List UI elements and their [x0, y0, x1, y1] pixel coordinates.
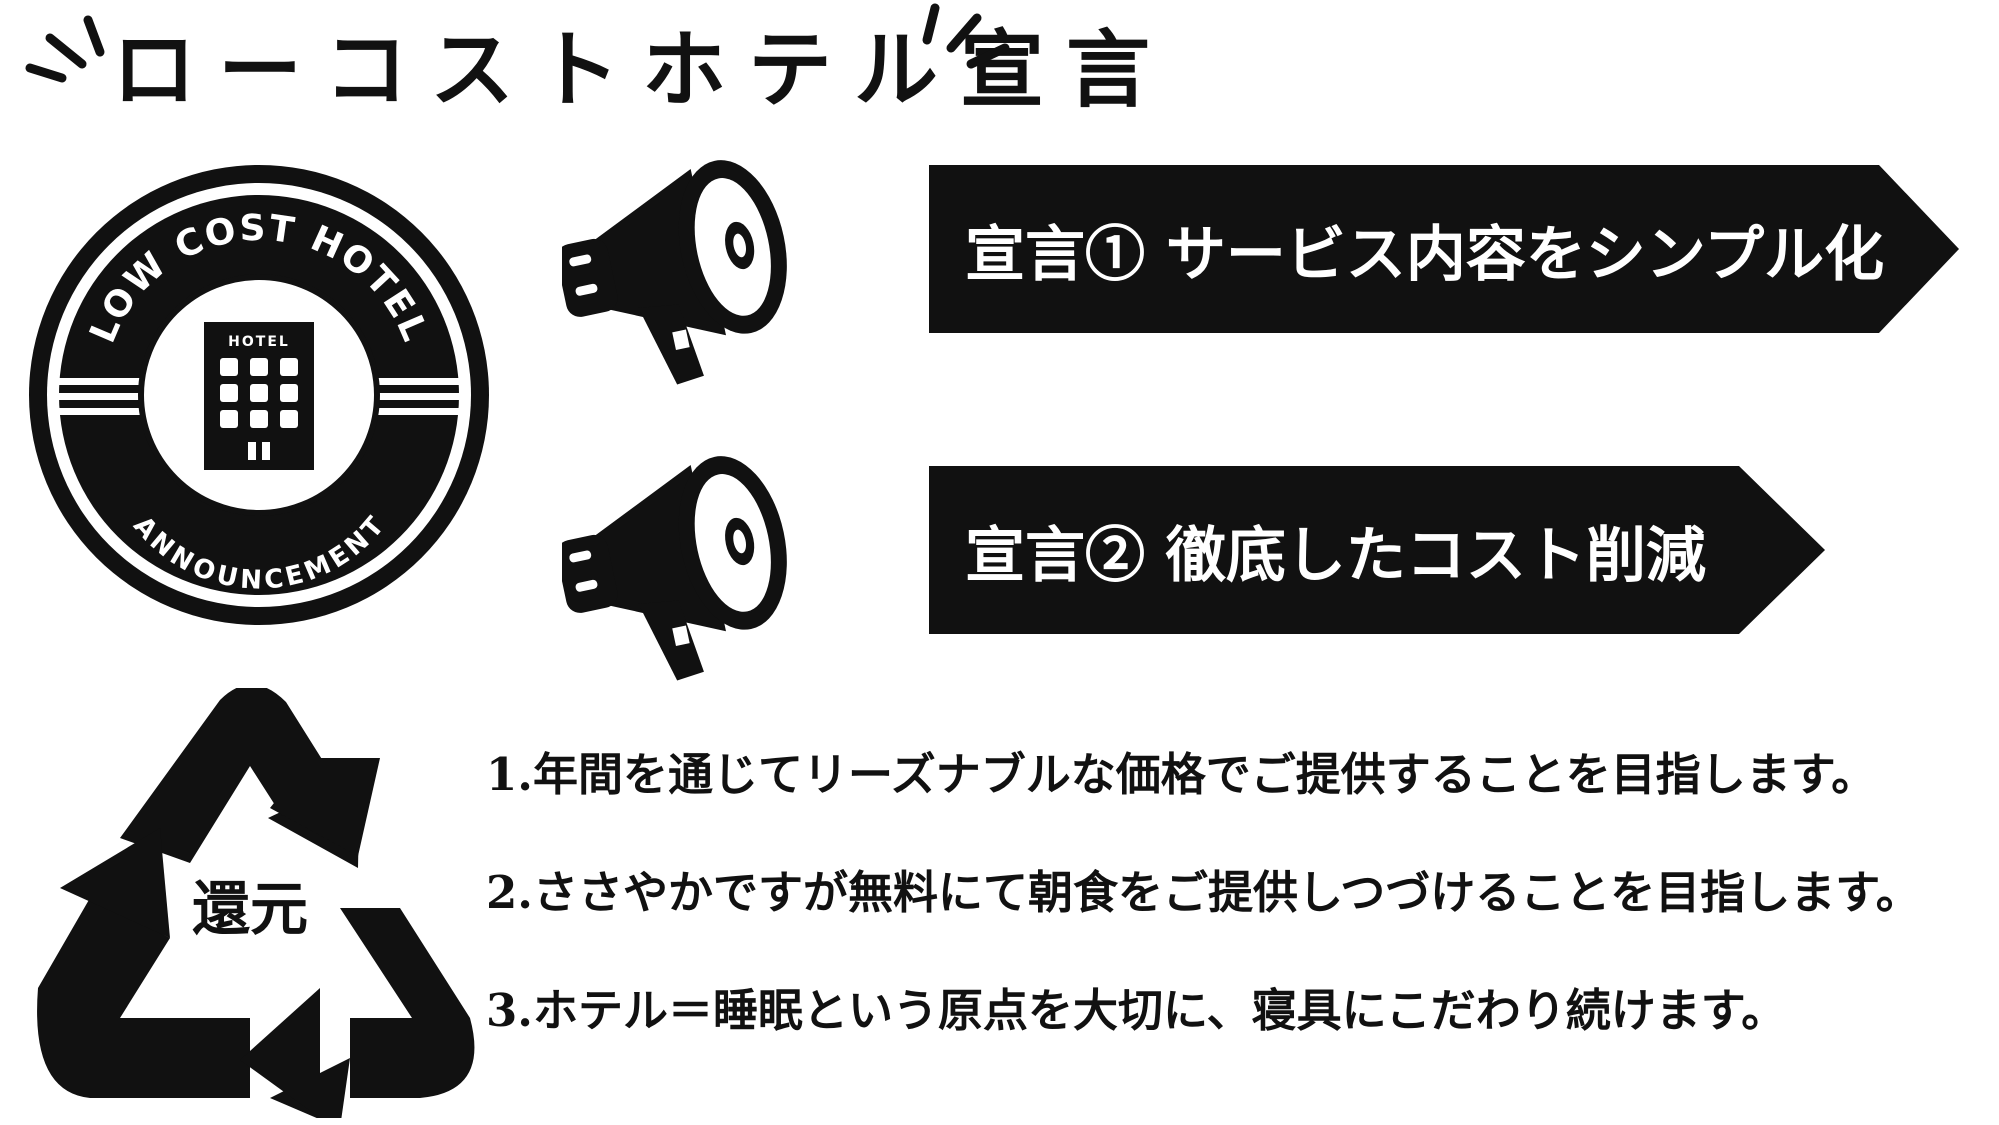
arrow-banner-shape — [929, 165, 1959, 333]
megaphone-icon — [562, 456, 787, 681]
recycle-arrows-icon — [37, 688, 475, 1118]
megaphone-icon — [562, 160, 787, 385]
declaration-label-1: 宣言① サービス内容をシンプル化 — [965, 219, 1885, 290]
list-item: 1.年間を通じてリーズナブルな価格でご提供することを目指します。 — [486, 748, 1877, 801]
declaration-banner-2: 宣言② 徹底したコスト削減 — [929, 466, 1825, 634]
burst-lines-icon — [922, 3, 1010, 69]
list-item: 2.ささやかですが無料にて朝食をご提供しつづけることを目指します。 — [486, 866, 1921, 919]
low-cost-hotel-badge: LOW COST HOTEL ANNOUNCEMENT HOTEL — [29, 165, 489, 625]
list-item: 3.ホテル＝睡眠という原点を大切に、寝具にこだわり続けます。 — [486, 984, 1787, 1037]
arrow-banner-shape — [929, 466, 1825, 634]
hotel-building-icon: HOTEL — [204, 322, 314, 470]
recycle-label: 還元 — [191, 875, 308, 943]
declaration-banner-1: 宣言① サービス内容をシンプル化 — [929, 165, 1959, 333]
page-title: ローコストホテル宣言 — [112, 21, 1173, 119]
hotel-building-label: HOTEL — [228, 334, 290, 350]
burst-lines-icon — [25, 15, 105, 83]
declaration-label-2: 宣言② 徹底したコスト削減 — [965, 520, 1706, 591]
